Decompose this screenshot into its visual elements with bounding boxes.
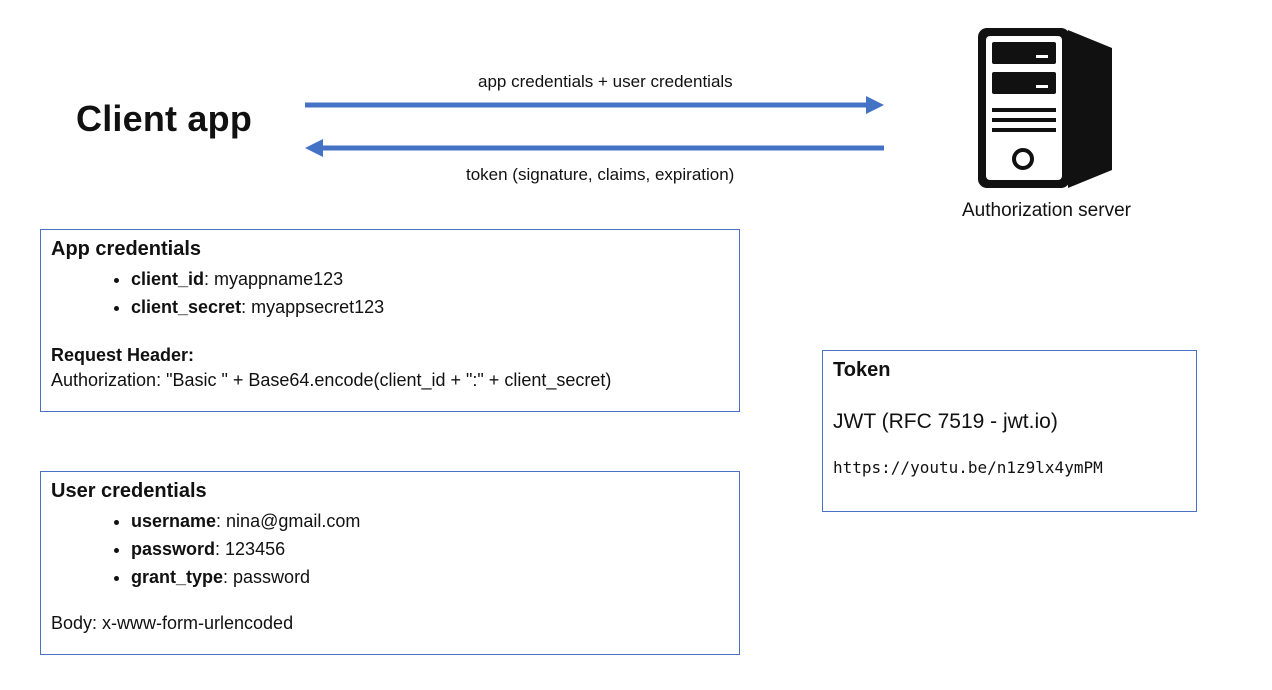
list-item: client_id: myappname123: [131, 265, 729, 293]
item-key: username: [131, 511, 217, 531]
server-label: Authorization server: [962, 200, 1131, 221]
item-key: client_id: [131, 269, 205, 289]
item-key: grant_type: [131, 567, 224, 587]
body-encoding: Body: x-www-form-urlencoded: [51, 613, 294, 633]
item-value: : nina@gmail.com: [216, 511, 361, 531]
user-credentials-box: User credentials username: nina@gmail.co…: [40, 471, 740, 655]
response-arrow-label: token (signature, claims, expiration): [466, 165, 735, 184]
list-item: grant_type: password: [131, 563, 729, 591]
token-type: JWT (RFC 7519 - jwt.io): [833, 410, 1058, 433]
item-value: : 123456: [215, 539, 286, 559]
item-value: : myappname123: [204, 269, 344, 289]
app-credentials-heading: App credentials: [51, 238, 202, 260]
client-app-title: Client app: [76, 98, 253, 139]
item-value: : myappsecret123: [241, 297, 385, 317]
token-heading: Token: [833, 359, 891, 381]
item-key: client_secret: [131, 297, 242, 317]
request-header-value: Authorization: "Basic " + Base64.encode(…: [51, 370, 612, 390]
list-item: client_secret: myappsecret123: [131, 293, 729, 321]
response-arrow: [305, 139, 884, 157]
app-credentials-box: App credentials client_id: myappname123 …: [40, 229, 740, 412]
list-item: password: 123456: [131, 535, 729, 563]
token-box: Token JWT (RFC 7519 - jwt.io) https://yo…: [822, 350, 1197, 512]
app-credentials-list: client_id: myappname123 client_secret: m…: [51, 265, 729, 321]
server-tower-icon: [972, 22, 1122, 192]
user-credentials-heading: User credentials: [51, 480, 207, 502]
request-header-label: Request Header:: [51, 345, 195, 365]
request-arrow-label: app credentials + user credentials: [478, 72, 733, 91]
request-arrow: [305, 96, 884, 114]
list-item: username: nina@gmail.com: [131, 507, 729, 535]
item-value: : password: [223, 567, 311, 587]
item-key: password: [131, 539, 216, 559]
token-link[interactable]: https://youtu.be/n1z9lx4ymPM: [833, 458, 1103, 477]
user-credentials-list: username: nina@gmail.com password: 12345…: [51, 507, 729, 591]
